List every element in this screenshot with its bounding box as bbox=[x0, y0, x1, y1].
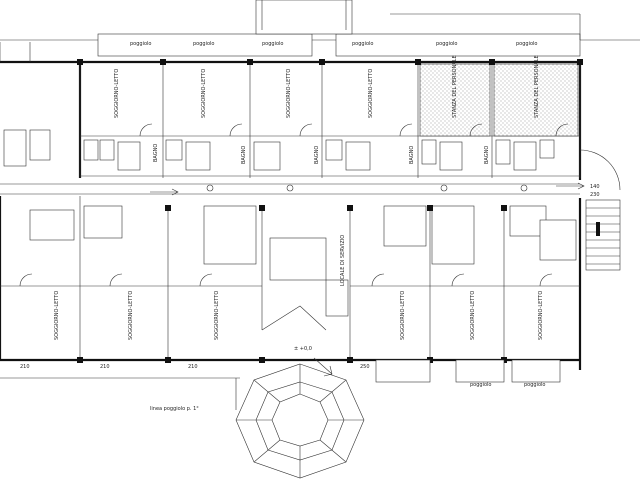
bath-label-5: BAGNO bbox=[484, 146, 490, 164]
dim-230: 230 bbox=[590, 192, 600, 198]
staff-label-2: STANZA DEL PERSONALE bbox=[534, 55, 540, 118]
dim-210-2: 210 bbox=[100, 364, 110, 370]
room-label-8: SOGGIORNO-LETTO bbox=[400, 291, 406, 340]
dim-210-1: 210 bbox=[20, 364, 30, 370]
stair-note: ± +0,0 bbox=[294, 346, 312, 352]
dim-250: 250 bbox=[360, 364, 370, 370]
bottom-row-rooms: SOGGIORNO-LETTO SOGGIORNO-LETTO SOGGIORN… bbox=[0, 196, 580, 360]
balcony-label-7: poggiolo bbox=[470, 382, 491, 388]
balcony-label-8: poggiolo bbox=[524, 382, 545, 388]
room-label-6: SOGGIORNO-LETTO bbox=[128, 291, 134, 340]
balcony-label-3: poggiolo bbox=[262, 41, 283, 47]
balcony-label-4: poggiolo bbox=[352, 41, 373, 47]
top-row-rooms bbox=[79, 62, 581, 178]
balcony-label-6: poggiolo bbox=[516, 41, 537, 47]
room-label-5: SOGGIORNO-LETTO bbox=[54, 291, 60, 340]
top-balconies: poggiolo poggiolo poggiolo poggiolo pogg… bbox=[0, 0, 640, 57]
dim-210-3: 210 bbox=[188, 364, 198, 370]
balcony-label-2: poggiolo bbox=[193, 41, 214, 47]
balcony-label-5: poggiolo bbox=[436, 41, 457, 47]
left-edge bbox=[0, 42, 51, 167]
balcony-label-1: poggiolo bbox=[130, 41, 151, 47]
bottom-balconies: 210 210 210 250 poggiolo poggiolo linea … bbox=[0, 359, 561, 412]
stair-tower: ± +0,0 bbox=[235, 305, 365, 479]
right-stair: 140 230 bbox=[579, 149, 621, 271]
note-bottom: linea poggiolo p. 1° bbox=[150, 406, 199, 412]
bath-label-1: BAGNO bbox=[153, 144, 159, 162]
corridor bbox=[0, 182, 585, 196]
office-label: LOCALE DI SERVIZIO bbox=[340, 235, 346, 286]
room-label-10: SOGGIORNO-LETTO bbox=[538, 291, 544, 340]
room-label-7: SOGGIORNO-LETTO bbox=[214, 291, 220, 340]
room-label-1: SOGGIORNO-LETTO bbox=[114, 69, 120, 118]
room-label-3: SOGGIORNO-LETTO bbox=[286, 69, 292, 118]
room-label-4: SOGGIORNO-LETTO bbox=[368, 69, 374, 118]
room-label-2: SOGGIORNO-LETTO bbox=[201, 69, 207, 118]
top-room-labels: SOGGIORNO-LETTO SOGGIORNO-LETTO SOGGIORN… bbox=[114, 55, 540, 164]
staff-label-1: STANZA DEL PERSONALE bbox=[452, 55, 458, 118]
bath-label-2: BAGNO bbox=[241, 146, 247, 164]
dim-140: 140 bbox=[590, 184, 600, 190]
room-label-9: SOGGIORNO-LETTO bbox=[470, 291, 476, 340]
bath-label-3: BAGNO bbox=[314, 146, 320, 164]
bath-label-4: BAGNO bbox=[409, 146, 415, 164]
